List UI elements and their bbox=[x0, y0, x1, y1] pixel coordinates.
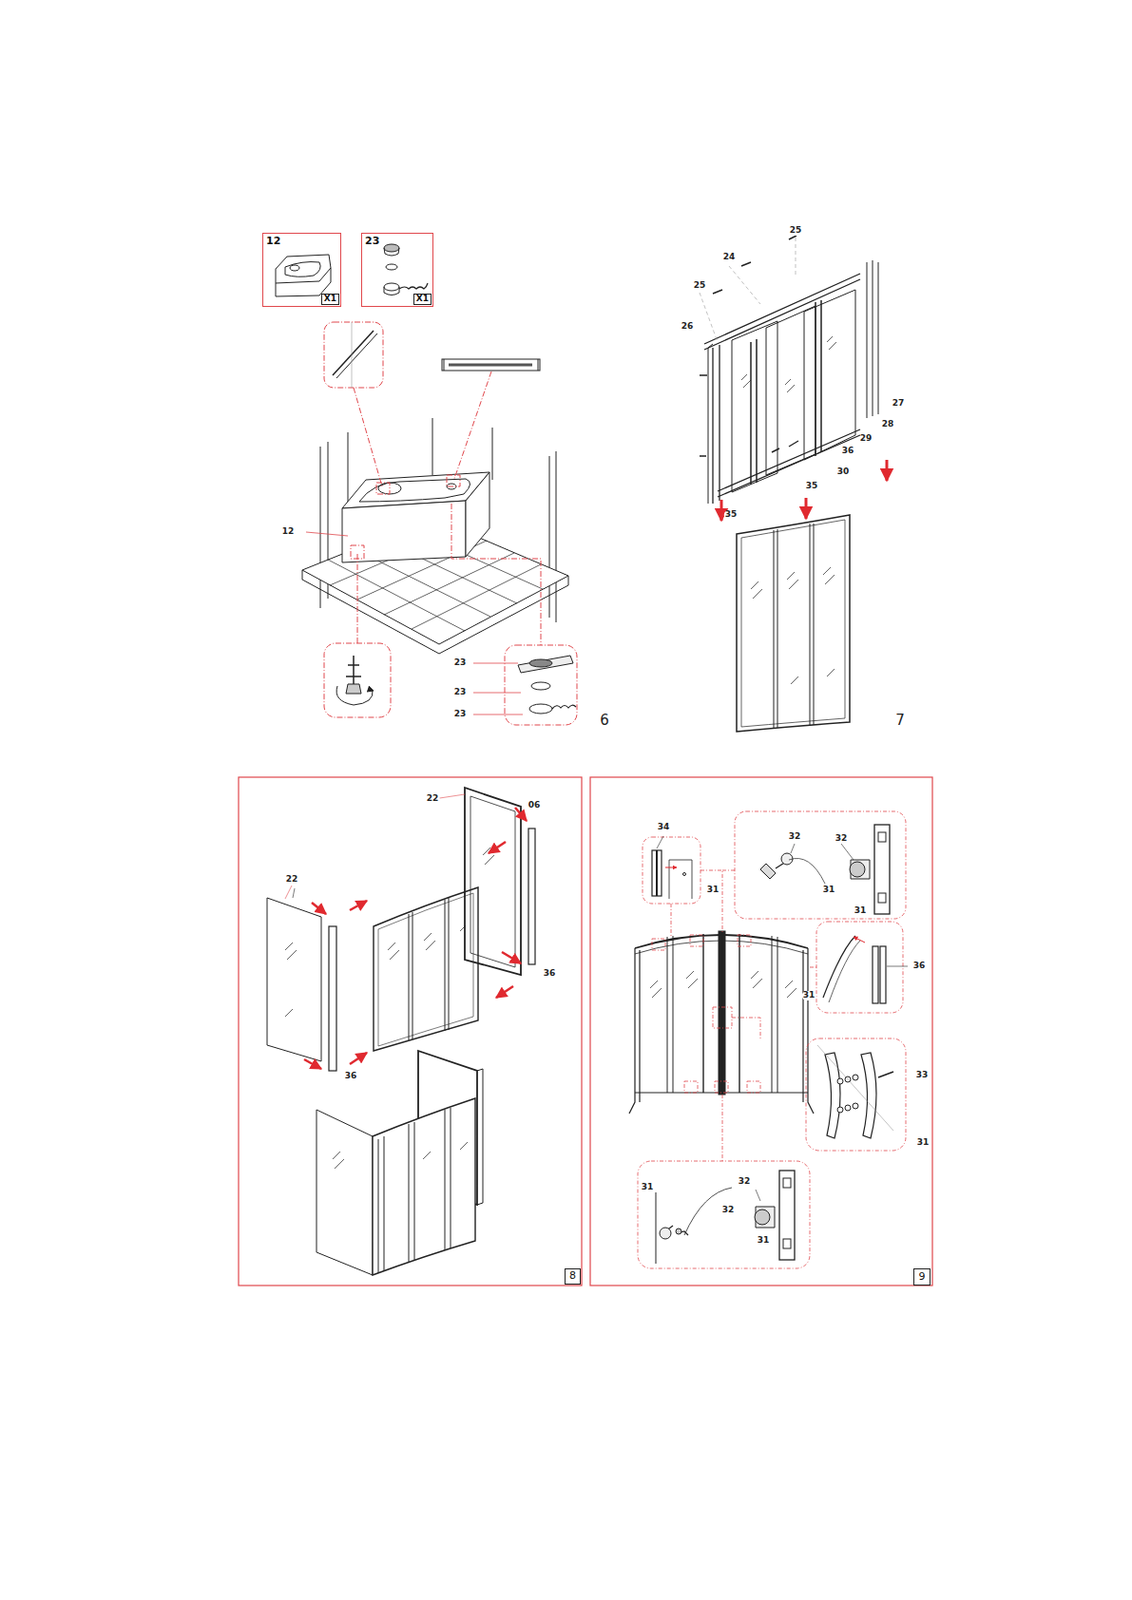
step-number-box: 8 bbox=[564, 1268, 581, 1286]
step-number: 9 bbox=[919, 1271, 926, 1284]
callout-number: 26 bbox=[680, 322, 695, 332]
part-box: 12X1 bbox=[262, 232, 342, 307]
callout-number: 32 bbox=[834, 834, 849, 845]
step-number-box: 9 bbox=[913, 1268, 931, 1286]
callout-number: 25 bbox=[692, 281, 708, 291]
callout-number: 29 bbox=[859, 434, 874, 444]
callout-number: 36 bbox=[542, 969, 557, 979]
step-number: 6 bbox=[599, 712, 610, 730]
part-number: 12 bbox=[266, 235, 281, 248]
callout-number: 31 bbox=[706, 885, 721, 896]
callout-number: 30 bbox=[836, 467, 851, 478]
callout-number: 22 bbox=[285, 875, 300, 885]
quantity: X1 bbox=[413, 293, 432, 306]
callout-number: 23 bbox=[453, 688, 468, 698]
callout-number: 22 bbox=[425, 794, 441, 805]
callout-number: 31 bbox=[916, 1138, 931, 1149]
step-number: 8 bbox=[569, 1270, 576, 1283]
callout-number: 35 bbox=[724, 510, 739, 520]
part-box: 23X1 bbox=[361, 232, 434, 307]
callout-number: 23 bbox=[453, 658, 468, 669]
callout-number: 31 bbox=[802, 991, 817, 1001]
callout-number: 32 bbox=[787, 832, 803, 843]
callout-number: 32 bbox=[737, 1177, 752, 1188]
callout-number: 34 bbox=[656, 823, 672, 833]
callout-number: 36 bbox=[344, 1072, 359, 1082]
callout-number: 31 bbox=[853, 906, 868, 917]
quantity: X1 bbox=[321, 293, 340, 306]
callout-number: 24 bbox=[722, 252, 737, 263]
callout-number: 31 bbox=[640, 1183, 655, 1193]
callout-number: 12 bbox=[281, 527, 296, 538]
callout-number: 31 bbox=[822, 885, 837, 896]
callout-number: 31 bbox=[756, 1236, 771, 1247]
callout-number: 23 bbox=[453, 709, 468, 720]
callout-number: 25 bbox=[788, 226, 804, 236]
callout-number: 35 bbox=[805, 481, 820, 492]
callout-number: 28 bbox=[881, 420, 896, 430]
callout-number: 36 bbox=[912, 961, 927, 972]
callout-number: 06 bbox=[527, 801, 542, 811]
step-number: 7 bbox=[895, 712, 905, 730]
callout-number: 36 bbox=[841, 446, 856, 457]
callout-number: 33 bbox=[915, 1071, 930, 1081]
callout-number: 32 bbox=[721, 1206, 736, 1216]
callout-number: 27 bbox=[891, 399, 906, 409]
part-number: 23 bbox=[364, 235, 380, 248]
